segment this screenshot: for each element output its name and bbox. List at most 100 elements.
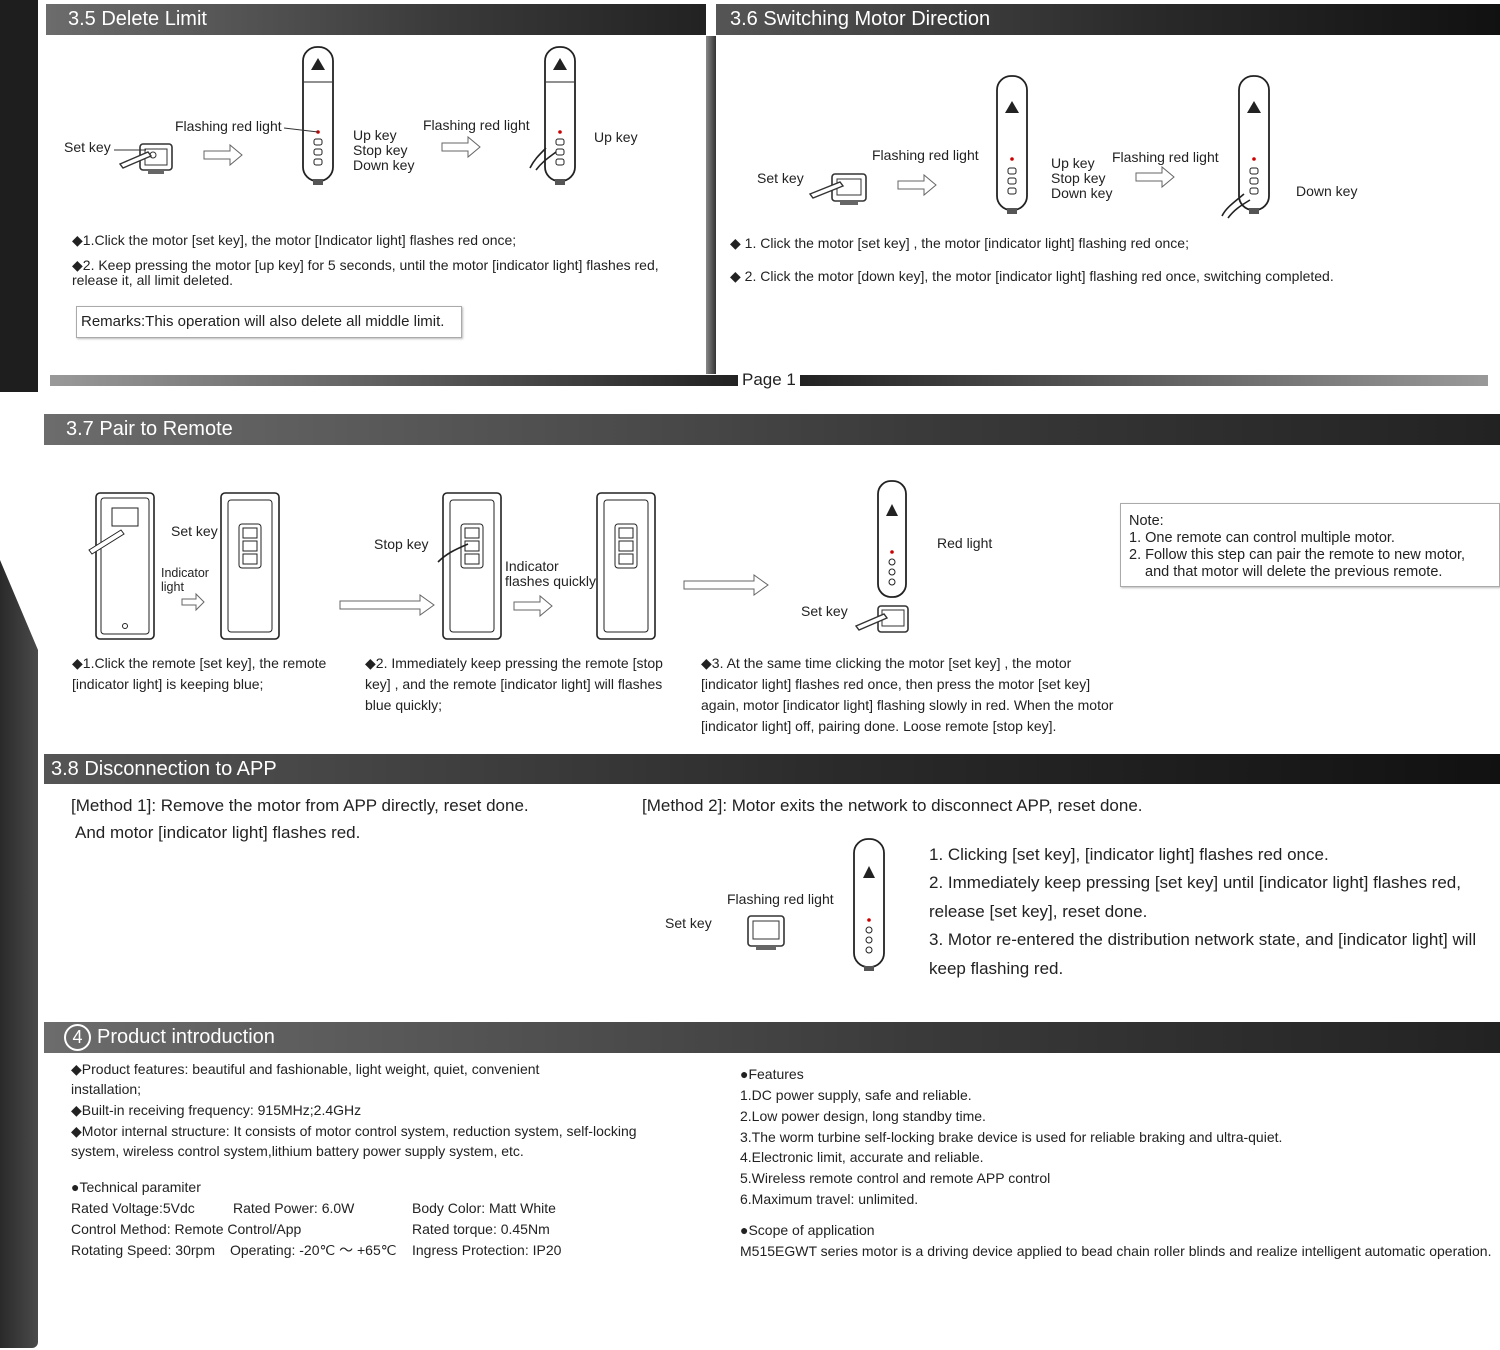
s37-indicator-label-a2: light bbox=[161, 580, 184, 594]
s4-structure: ◆Motor internal structure: It consists o… bbox=[71, 1123, 637, 1160]
remote-back-icon bbox=[88, 492, 155, 640]
left-accent-bar-top bbox=[0, 0, 38, 392]
s37-indicator-label-b1: Indicator bbox=[505, 558, 559, 574]
s38-method2: [Method 2]: Motor exits the network to d… bbox=[642, 796, 1143, 815]
s37-step3: ◆3. At the same time clicking the motor … bbox=[701, 655, 1114, 734]
motor-set-key-icon bbox=[854, 605, 909, 633]
s37-indicator-label-b2: flashes quickly bbox=[505, 573, 597, 589]
s35-set-key-label: Set key bbox=[64, 139, 111, 155]
s37-set-key-label-b: Set key bbox=[801, 603, 848, 619]
s4-feature-item: 5.Wireless remote control and remote APP… bbox=[740, 1170, 1051, 1186]
page-number: Page 1 bbox=[738, 370, 800, 390]
s4-feature-item: 3.The worm turbine self-locking brake de… bbox=[740, 1129, 1283, 1145]
s37-note-line2: 2. Follow this step can pair the remote … bbox=[1129, 547, 1466, 564]
s35-step2: ◆2. Keep pressing the motor [up key] for… bbox=[72, 257, 659, 289]
s4-feature-item: 2.Low power design, long standby time. bbox=[740, 1108, 986, 1124]
arrow-right-icon bbox=[441, 135, 481, 159]
s37-step2: ◆2. Immediately keep pressing the remote… bbox=[365, 655, 663, 713]
arrow-right-long-icon bbox=[683, 574, 769, 596]
s36-set-key-label: Set key bbox=[757, 170, 804, 186]
section-4-title: Product introduction bbox=[97, 1026, 275, 1048]
page-rule-right bbox=[800, 375, 1488, 386]
arrow-right-icon bbox=[181, 592, 205, 612]
remote-front-icon bbox=[437, 492, 502, 640]
page-rule-left bbox=[50, 375, 738, 386]
s36-up-key-label: Up key bbox=[1051, 155, 1095, 171]
s36-down-key-label-a: Down key bbox=[1051, 185, 1113, 201]
s35-stop-key-label: Stop key bbox=[353, 142, 408, 158]
motor-set-key-icon bbox=[747, 915, 785, 950]
s4-scope-title: ●Scope of application bbox=[740, 1222, 875, 1238]
section-4-header: 4 Product introduction bbox=[44, 1022, 1500, 1053]
section-3-8-title: 3.8 Disconnection to APP bbox=[51, 758, 277, 780]
s37-red-light-label: Red light bbox=[937, 535, 993, 551]
hand-press-icon bbox=[1221, 193, 1251, 219]
s36-step2: ◆ 2. Click the motor [down key], the mot… bbox=[730, 268, 1334, 284]
arrow-right-icon bbox=[897, 173, 937, 197]
s4-tech-speed: Rotating Speed: 30rpm bbox=[71, 1242, 215, 1258]
section-4-number: 4 bbox=[64, 1024, 91, 1052]
s37-note-line1: 1. One remote can control multiple motor… bbox=[1129, 530, 1395, 547]
s4-features-line: ◆Product features: beautiful and fashion… bbox=[71, 1061, 540, 1098]
s35-remark-box: Remarks:This operation will also delete … bbox=[76, 306, 462, 338]
motor-remote-icon bbox=[877, 480, 907, 598]
s35-up-key-label-a: Up key bbox=[353, 127, 397, 143]
left-accent-bar-bottom bbox=[0, 560, 38, 1348]
s37-step1: ◆1.Click the remote [set key], the remot… bbox=[72, 655, 327, 692]
motor-remote-icon bbox=[544, 46, 576, 185]
s35-down-key-label: Down key bbox=[353, 157, 415, 173]
motor-remote-icon bbox=[996, 75, 1028, 214]
s4-tech-operating: Operating: -20℃ ～ +65℃ bbox=[230, 1242, 397, 1258]
s35-step1: ◆1.Click the motor [set key], the motor … bbox=[72, 232, 517, 248]
section-divider bbox=[706, 36, 716, 374]
s4-tech-color: Body Color: Matt White bbox=[412, 1200, 556, 1216]
s37-stop-key-label: Stop key bbox=[374, 536, 429, 552]
s4-tech-torque: Rated torque: 0.45Nm bbox=[412, 1221, 550, 1237]
section-3-7-title: 3.7 Pair to Remote bbox=[66, 418, 233, 440]
section-3-7-header: 3.7 Pair to Remote bbox=[44, 414, 1500, 445]
s38-method1-line2: And motor [indicator light] flashes red. bbox=[75, 823, 361, 842]
s35-flashing-label-b: Flashing red light bbox=[423, 117, 530, 133]
section-3-8-header: 3.8 Disconnection to APP bbox=[44, 754, 1500, 784]
s37-note-line3: and that motor will delete the previous … bbox=[1145, 564, 1443, 581]
s36-flashing-label-a: Flashing red light bbox=[872, 147, 979, 163]
s4-scope-text: M515EGWT series motor is a driving devic… bbox=[740, 1243, 1492, 1259]
motor-remote-icon bbox=[302, 46, 334, 185]
s36-stop-key-label: Stop key bbox=[1051, 170, 1106, 186]
s4-feature-item: 6.Maximum travel: unlimited. bbox=[740, 1191, 919, 1207]
s38-method1-line1: [Method 1]: Remove the motor from APP di… bbox=[71, 796, 529, 815]
arrow-right-long-icon bbox=[339, 594, 435, 616]
arrow-right-icon bbox=[203, 143, 243, 167]
remote-front-icon bbox=[220, 492, 280, 640]
s4-tech-voltage: Rated Voltage:5Vdc bbox=[71, 1200, 195, 1216]
s36-down-key-label-b: Down key bbox=[1296, 183, 1358, 199]
s35-set-key-leader bbox=[114, 149, 146, 151]
s38-step1: 1. Clicking [set key], [indicator light]… bbox=[929, 845, 1329, 864]
motor-set-key-icon bbox=[808, 173, 867, 205]
s4-tech-power: Rated Power: 6.0W bbox=[233, 1200, 355, 1216]
section-3-6-title: 3.6 Switching Motor Direction bbox=[730, 8, 991, 30]
s4-feature-item: 1.DC power supply, safe and reliable. bbox=[740, 1087, 972, 1103]
s4-feature-item: 4.Electronic limit, accurate and reliabl… bbox=[740, 1149, 984, 1165]
s35-flashing-label-a: Flashing red light bbox=[175, 118, 282, 134]
s38-flashing-label: Flashing red light bbox=[727, 891, 834, 907]
s37-note-box: Note: 1. One remote can control multiple… bbox=[1120, 503, 1500, 587]
s38-step2: 2. Immediately keep pressing [set key] u… bbox=[929, 873, 1461, 921]
s38-set-key-label: Set key bbox=[665, 915, 712, 931]
s4-frequency: ◆Built-in receiving frequency: 915MHz;2.… bbox=[71, 1102, 362, 1118]
arrow-right-icon bbox=[1135, 165, 1175, 189]
hand-press-icon bbox=[529, 147, 557, 171]
motor-set-key-icon bbox=[118, 143, 173, 174]
s37-note-head: Note: bbox=[1129, 513, 1164, 529]
section-3-6-header: 3.6 Switching Motor Direction bbox=[716, 4, 1500, 35]
motor-remote-icon bbox=[1238, 75, 1270, 214]
remote-front-icon bbox=[596, 492, 656, 640]
s36-flashing-label-b: Flashing red light bbox=[1112, 149, 1219, 165]
s4-tech-control: Control Method: Remote Control/App bbox=[71, 1221, 302, 1237]
section-3-5-header: 3.5 Delete Limit bbox=[46, 4, 706, 35]
s38-step3: 3. Motor re-entered the distribution net… bbox=[929, 930, 1477, 978]
s4-tech-ip: Ingress Protection: IP20 bbox=[412, 1242, 562, 1258]
s36-step1: ◆ 1. Click the motor [set key] , the mot… bbox=[730, 235, 1189, 251]
s4-tech-title: ●Technical paramiter bbox=[71, 1179, 201, 1195]
s35-flash-leader-a bbox=[283, 127, 319, 133]
